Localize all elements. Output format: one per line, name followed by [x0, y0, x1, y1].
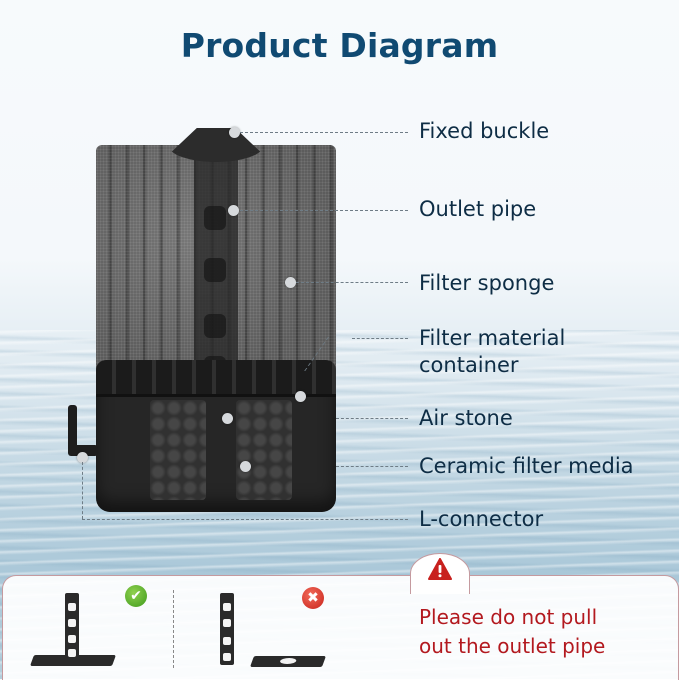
- pipe-hole: [204, 206, 226, 230]
- label-line: Filter material: [419, 326, 566, 350]
- leader-line: [336, 418, 408, 419]
- divider: [173, 590, 174, 668]
- post-hole: [223, 603, 231, 611]
- fixed-buckle-image: [168, 128, 264, 162]
- callout-dot: [229, 127, 240, 138]
- leader-line: [240, 210, 408, 211]
- stand-base: [249, 656, 327, 667]
- pipe-hole: [204, 314, 226, 338]
- label-l-connector: L-connector: [419, 507, 544, 531]
- stand-post: [65, 593, 79, 661]
- leader-line: [336, 466, 408, 467]
- leader-line-vertical: [82, 462, 83, 519]
- base-hole: [279, 658, 298, 664]
- post-hole: [68, 619, 76, 627]
- callout-dot: [222, 413, 233, 424]
- label-air-stone: Air stone: [419, 406, 513, 430]
- label-filter-sponge: Filter sponge: [419, 271, 555, 295]
- callout-dot: [295, 391, 306, 402]
- container-lid-image: [96, 360, 336, 397]
- post-hole: [68, 649, 76, 657]
- warning-line: Please do not pull: [419, 605, 598, 629]
- leader-line: [82, 519, 408, 520]
- label-ceramic-filter-media: Ceramic filter media: [419, 454, 634, 478]
- label-outlet-pipe: Outlet pipe: [419, 197, 537, 221]
- callout-dot: [228, 205, 239, 216]
- pipe-hole: [204, 258, 226, 282]
- post-hole: [223, 653, 231, 661]
- callout-dot: [77, 452, 88, 463]
- post-hole: [223, 619, 231, 627]
- label-line: container: [419, 353, 519, 377]
- page-title: Product Diagram: [180, 26, 499, 65]
- leader-line: [352, 338, 408, 339]
- warning-triangle-icon: [428, 558, 452, 580]
- stand-post: [220, 593, 234, 665]
- label-filter-material-container: Filter material container: [419, 325, 565, 379]
- check-icon: ✔: [125, 585, 147, 607]
- warning-message: Please do not pull out the outlet pipe: [419, 603, 605, 661]
- warning-panel: [2, 575, 679, 680]
- post-hole: [68, 635, 76, 643]
- callout-dot: [285, 277, 296, 288]
- l-connector-arm: [68, 445, 98, 456]
- leader-line: [296, 282, 408, 283]
- label-fixed-buckle: Fixed buckle: [419, 119, 550, 143]
- x-icon: ✖: [302, 587, 324, 609]
- post-hole: [223, 637, 231, 645]
- post-hole: [68, 603, 76, 611]
- warning-line: out the outlet pipe: [419, 634, 606, 658]
- ceramic-media-right: [236, 400, 292, 500]
- ceramic-media-left: [150, 400, 206, 500]
- l-connector-image: [68, 405, 77, 453]
- outlet-pipe-image: [194, 150, 238, 380]
- leader-line: [240, 132, 408, 133]
- callout-dot: [240, 461, 251, 472]
